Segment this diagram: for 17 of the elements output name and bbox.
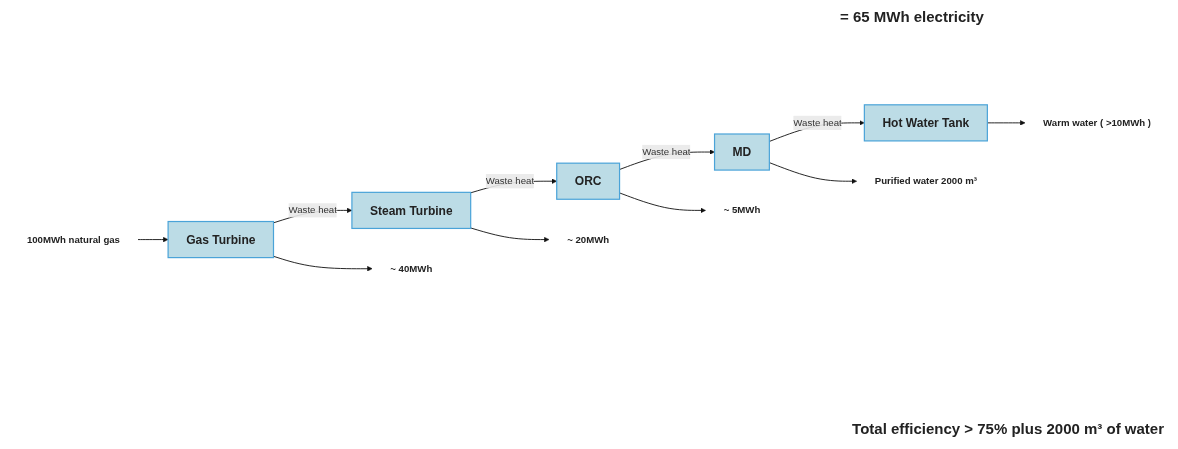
node-text: Warm water ( >10MWh ): [1043, 117, 1152, 128]
edge-label: Waste heat: [793, 117, 842, 128]
node-box: Hot Water Tank: [863, 104, 988, 142]
edge-label: Waste heat: [288, 205, 337, 216]
edge-label: Waste heat: [642, 146, 691, 157]
node-text: ~ 5MWh: [723, 205, 761, 216]
node-box: Steam Turbine: [351, 191, 472, 230]
node-text: ~ 40MWh: [390, 263, 433, 274]
node-box: MD: [713, 133, 770, 171]
note-text: Total efficiency > 75% plus 2000 m³ of water: [852, 420, 1164, 437]
node-text: 100MWh natural gas: [26, 234, 120, 245]
node-box: ORC: [556, 162, 621, 200]
note-text: = 65 MWh electricity: [840, 8, 984, 25]
node-text: Purified water 2000 m³: [874, 175, 977, 187]
node-text: ~ 20MWh: [567, 234, 610, 245]
edge-label: Waste heat: [485, 175, 535, 187]
node-box: Gas Turbine: [167, 221, 275, 259]
